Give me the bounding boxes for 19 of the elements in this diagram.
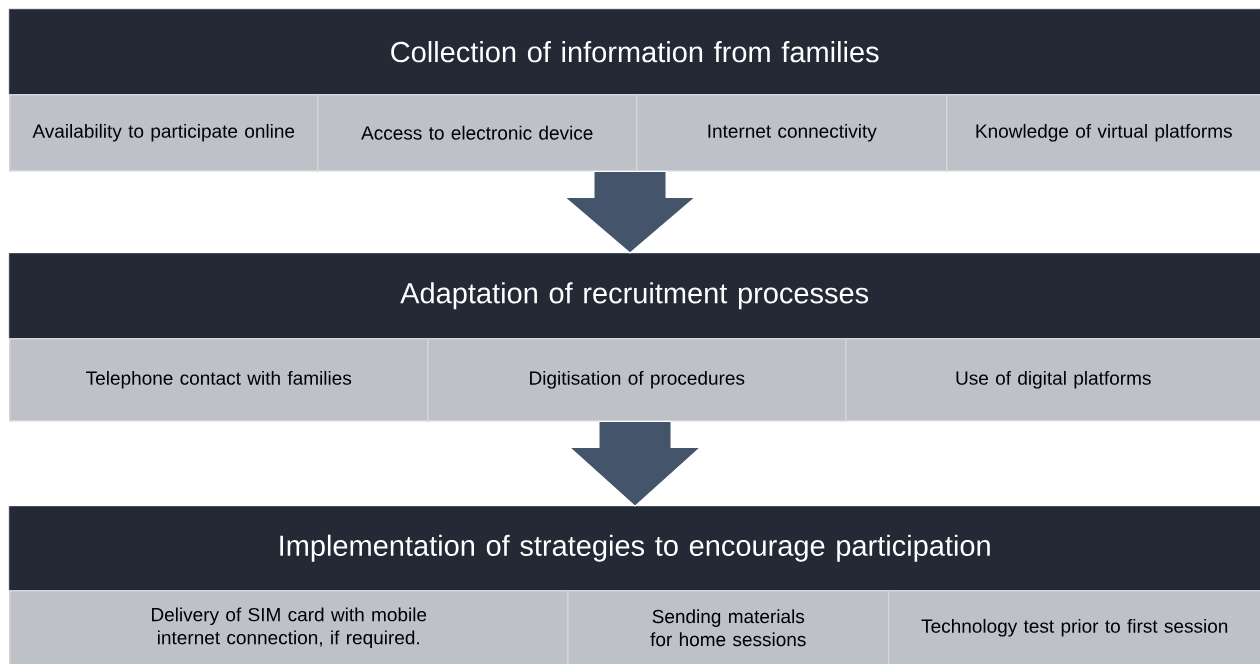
header-bar: Implementation of strategies to encourage participation [9,506,1260,591]
block-arrow [564,171,696,254]
node-label: Use of digital platforms [956,370,1151,389]
header-bar: Collection of information from families [9,9,1260,95]
item-box: Sending materials for home sessions [567,590,890,664]
item-box: Digitisation of procedures [427,338,847,422]
node-label: Technology test prior to first session [921,618,1228,637]
item-box: Use of digital platforms [845,338,1260,422]
node-label: Delivery of SIM card with mobile internet connection, if required. [151,607,427,649]
item-box: Delivery of SIM card with mobile internet connection, if required. [9,590,569,664]
header-bar: Adaptation of recruitment processes [9,253,1260,339]
node-label: Sending materials for home sessions [650,609,806,647]
item-box: Knowledge of virtual platforms [946,94,1260,172]
item-box: Availability to participate online [9,94,319,172]
item-box: Technology test prior to first session [888,590,1260,664]
item-box: Telephone contact with families [9,338,429,422]
block-arrow [569,421,701,507]
item-box: Internet connectivity [636,94,948,172]
item-box: Access to electronic device [317,94,638,172]
